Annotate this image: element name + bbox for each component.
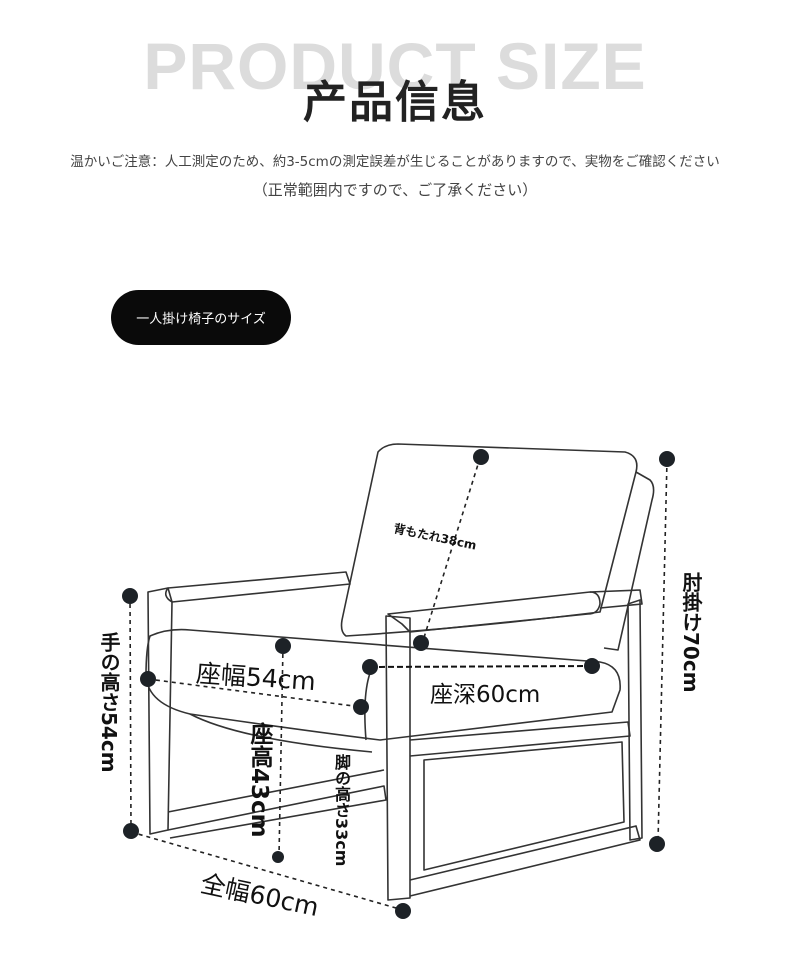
product-size-background-title: PRODUCT SIZE: [143, 29, 647, 103]
leg-height-label: 脚の高さ33cm: [332, 754, 351, 867]
left-armrest: [164, 571, 351, 603]
marker: [272, 851, 284, 863]
marker: [362, 659, 378, 675]
arm-height-label: 肘掛け70cm: [679, 572, 703, 693]
left-frame: [147, 587, 173, 835]
backrest-cushion: [340, 443, 638, 637]
marker: [140, 671, 156, 687]
right-front-leg: [385, 615, 411, 901]
marker: [413, 635, 429, 651]
backrest-line: [421, 457, 481, 645]
arm-height-line: [657, 459, 668, 843]
seat-width-line: [147, 678, 362, 708]
marker: [275, 638, 291, 654]
seat-height-line: [278, 645, 284, 857]
chair-size-tag-label: 一人掛け椅子のサイズ: [136, 312, 266, 327]
measurement-notice: 温かいご注意：人工測定のため、約3-5cmの測定誤差が生じることがありますので、…: [70, 154, 720, 170]
right-armrest: [387, 591, 601, 633]
seat-depth-line: [369, 665, 593, 668]
backrest-side: [603, 471, 655, 651]
marker: [649, 836, 665, 852]
marker: [395, 903, 411, 919]
seat-height-label: 座高43cm: [246, 722, 272, 838]
dimension-markers: [122, 449, 675, 919]
seat-depth-label: 座深60cm: [430, 682, 541, 708]
measurement-notice-note: （正常範囲内ですので、ご了承ください）: [252, 181, 538, 199]
marker: [122, 588, 138, 604]
armrest-height-label: 手の高さ54cm: [97, 632, 121, 773]
chair-size-tag: 一人掛け椅子のサイズ: [111, 290, 291, 345]
marker: [473, 449, 489, 465]
marker: [659, 451, 675, 467]
marker: [584, 658, 600, 674]
chair-outline: [145, 443, 655, 901]
armrest-height-line: [129, 595, 132, 831]
marker: [123, 823, 139, 839]
total-width-line: [130, 831, 404, 911]
page-title: 产品信息: [303, 77, 487, 128]
marker: [353, 699, 369, 715]
dimension-lines: [129, 457, 668, 911]
